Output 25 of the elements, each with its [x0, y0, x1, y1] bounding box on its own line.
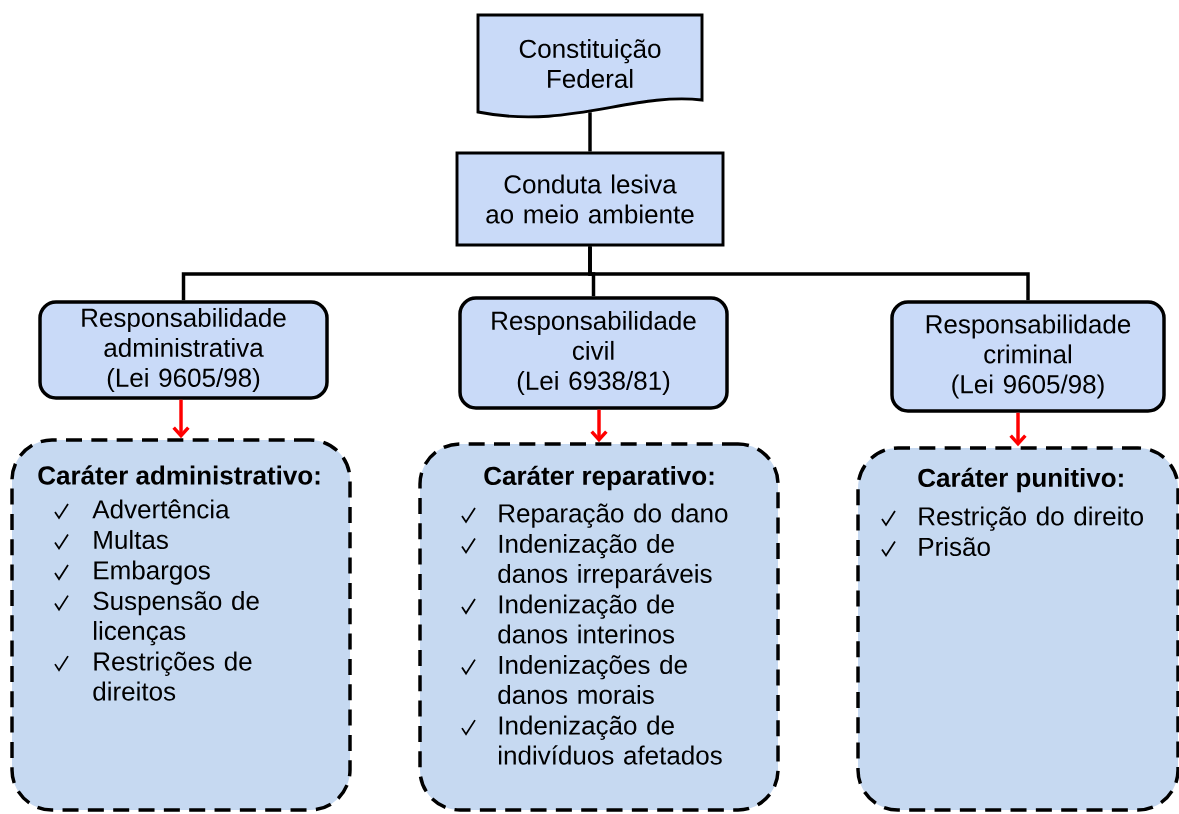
heading: Caráter punitivo:: [918, 467, 1123, 493]
connector: [588, 246, 1030, 301]
process-box: Responsabilidade administrativa (Lei 9605/98): [38, 300, 329, 400]
document-box: Constituição Federal: [476, 13, 704, 119]
list-item: Multas: [94, 529, 168, 550]
connector: [1009, 412, 1027, 447]
process-box: Responsabilidade civil (Lei 6938/81): [458, 296, 729, 410]
list-item: Restrições de direitos: [93, 651, 252, 701]
list-item: Reparação do dano: [499, 503, 728, 528]
list-item: Indenização de indivíduos afetados: [499, 715, 722, 765]
list-item: Indenização de danos interinos: [498, 594, 675, 644]
connector: [172, 399, 190, 439]
list-item: Embargos: [94, 560, 210, 585]
list-item: Restrição do direito: [919, 506, 1143, 531]
list-item: Suspensão de licenças: [93, 591, 259, 646]
heading: Caráter administrativo:: [38, 465, 320, 485]
list-item: Advertência: [92, 499, 230, 519]
heading: Caráter reparativo:: [484, 465, 714, 491]
process-box: Responsabilidade criminal (Lei 9605/98): [890, 300, 1166, 413]
list-item: Prisão: [919, 536, 990, 557]
process-box: Conduta lesiva ao meio ambiente: [455, 151, 725, 247]
connector: [588, 112, 592, 152]
connector: [590, 409, 608, 443]
list-item: Indenizações de danos morais: [498, 655, 687, 705]
list-item: Indenização de danos irreparáveis: [498, 533, 712, 589]
